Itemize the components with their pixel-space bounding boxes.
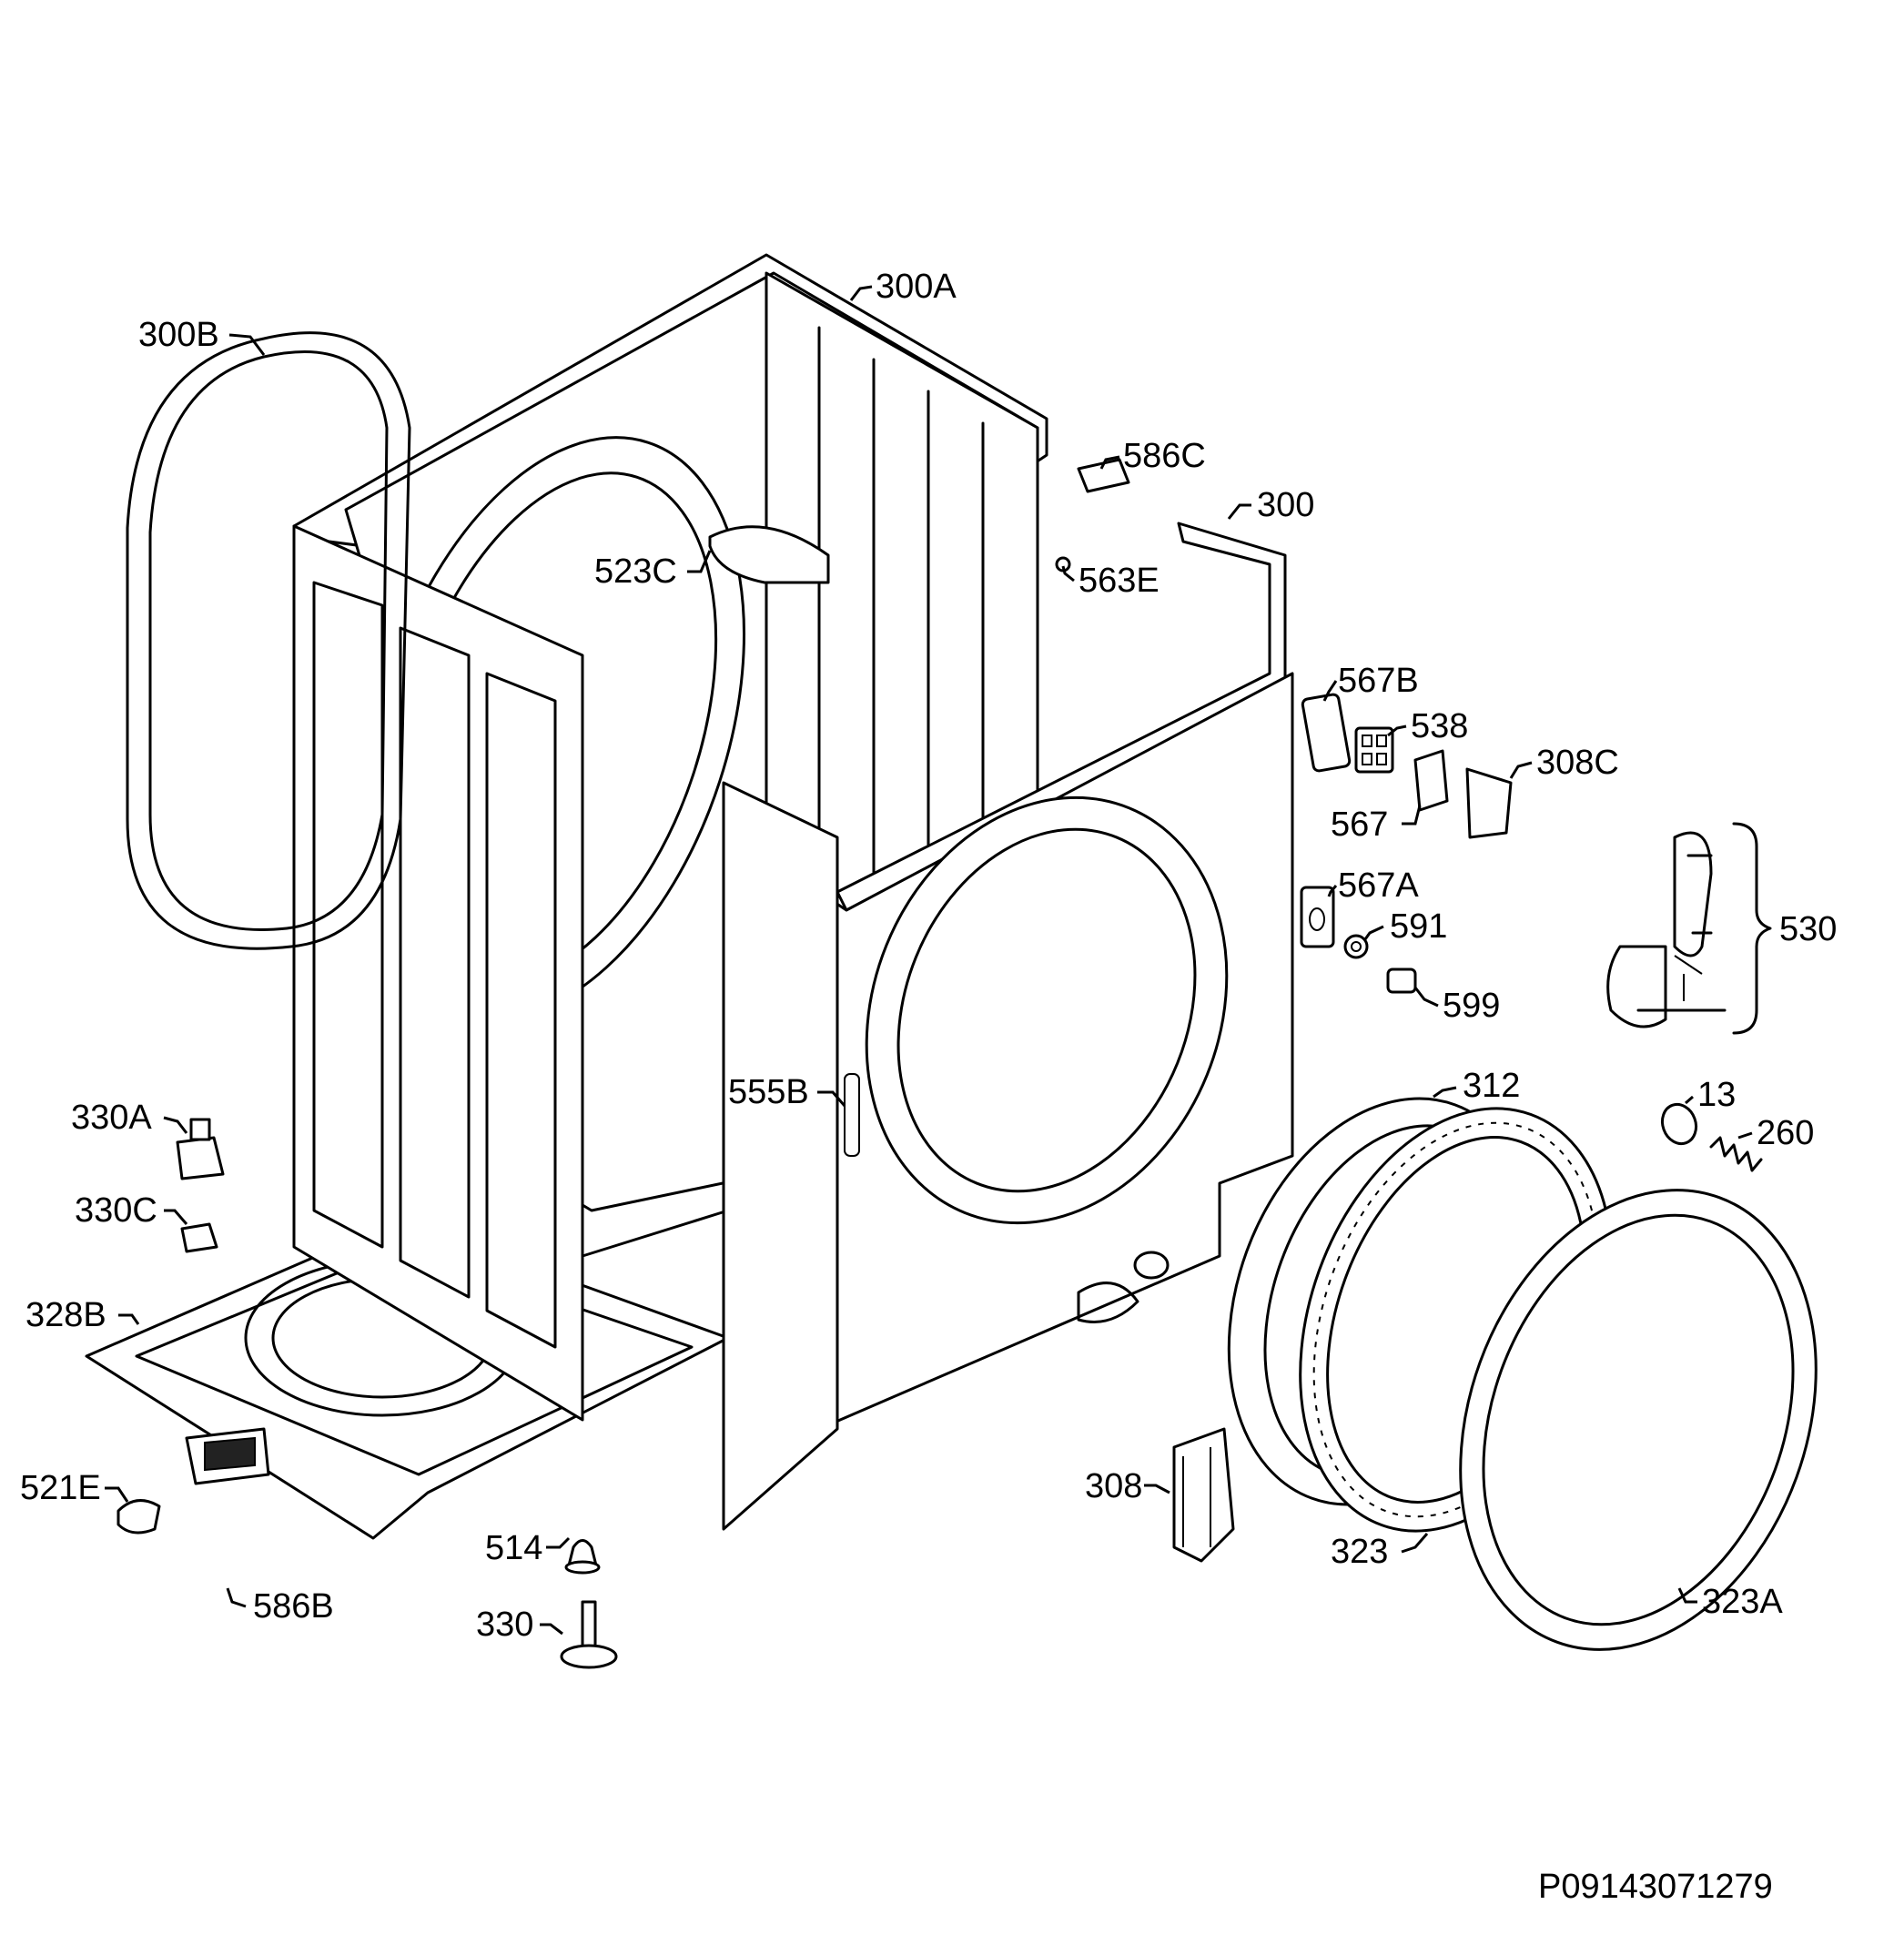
part-labels: 300B 300A 586C 300 523C 563E 567B 538 30… — [20, 268, 1837, 1906]
label-586C: 586C — [1123, 437, 1206, 475]
diagram-code: P09143071279 — [1538, 1868, 1773, 1906]
label-521E: 521E — [20, 1469, 101, 1507]
label-300A: 300A — [876, 268, 957, 306]
label-13: 13 — [1697, 1076, 1736, 1114]
label-328B: 328B — [25, 1296, 106, 1334]
label-260: 260 — [1757, 1114, 1814, 1152]
label-330: 330 — [476, 1606, 533, 1644]
label-308C: 308C — [1536, 744, 1619, 782]
label-323: 323 — [1331, 1533, 1388, 1571]
label-567A: 567A — [1338, 866, 1419, 905]
door-assembly — [1227, 1097, 1818, 1651]
cabinet-assembly — [85, 253, 1294, 1540]
label-312: 312 — [1463, 1067, 1520, 1105]
label-330A: 330A — [71, 1099, 152, 1137]
label-567B: 567B — [1338, 662, 1419, 700]
label-538: 538 — [1411, 707, 1468, 745]
label-555B: 555B — [728, 1073, 809, 1111]
label-586B: 586B — [253, 1587, 334, 1626]
label-300B: 300B — [138, 316, 219, 354]
label-308: 308 — [1085, 1467, 1142, 1505]
leader-lines — [105, 285, 1753, 1636]
label-599: 599 — [1443, 987, 1500, 1025]
label-563E: 563E — [1079, 562, 1160, 600]
label-567: 567 — [1331, 805, 1388, 844]
label-514: 514 — [485, 1529, 542, 1567]
label-530: 530 — [1779, 910, 1837, 948]
label-323A: 323A — [1702, 1583, 1783, 1621]
label-523C: 523C — [594, 552, 677, 591]
label-330C: 330C — [75, 1191, 157, 1230]
label-591: 591 — [1390, 907, 1447, 946]
small-parts — [116, 458, 1772, 1669]
label-300: 300 — [1257, 486, 1314, 524]
